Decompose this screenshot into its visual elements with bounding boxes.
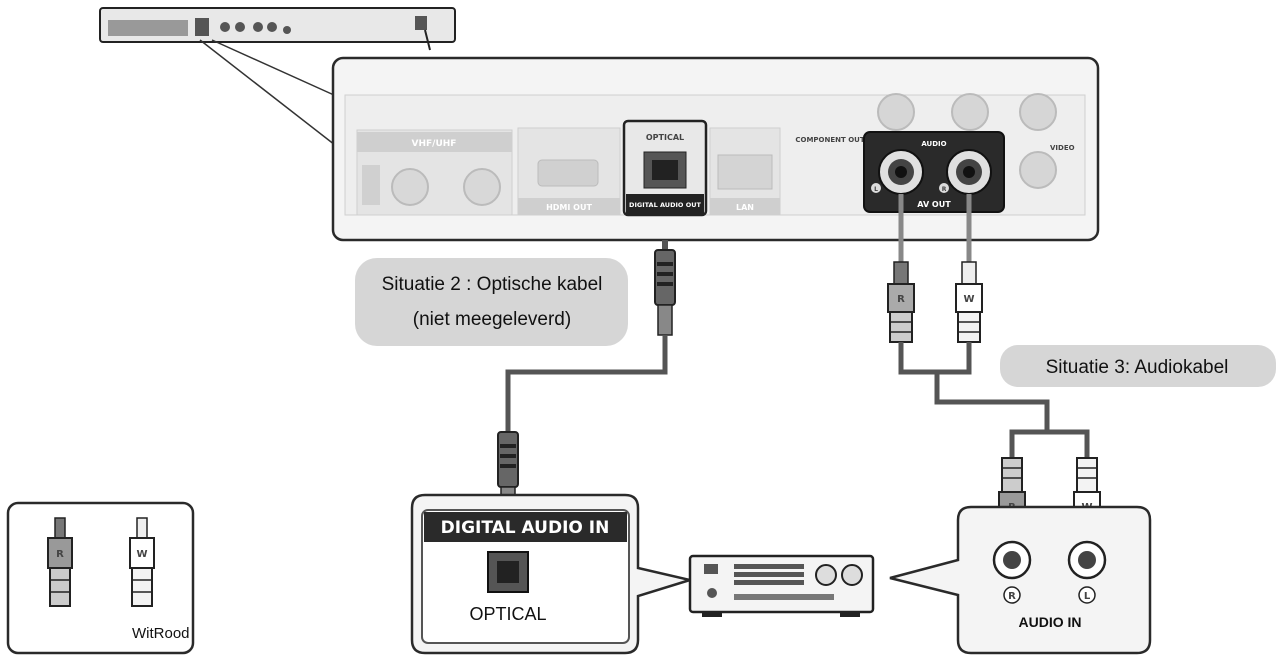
digital-audio-in-label: DIGITAL AUDIO IN: [441, 518, 610, 538]
player-device: [99, 7, 456, 51]
video-label: VIDEO: [1050, 144, 1075, 152]
legend-plug-white: W: [129, 517, 155, 607]
av-out-audio-label: AUDIO: [921, 140, 946, 148]
legend-box: R W WitRood: [6, 501, 195, 655]
receiver-audio-in-panel: R L AUDIO IN: [889, 505, 1152, 655]
legend-caption: WitRood: [132, 625, 190, 642]
receiver-digital-in-panel: DIGITAL AUDIO IN OPTICAL: [410, 493, 695, 655]
component-out-label: COMPONENT OUT: [795, 136, 864, 144]
situation-3-title: Situatie 3: Audiokabel: [1046, 357, 1229, 378]
av-out-port: AUDIO L R AV OUT: [863, 131, 1005, 213]
hdmi-out-label: HDMI OUT: [546, 203, 592, 212]
plug-red-top-label: R: [897, 294, 905, 305]
audio-in-jack-r: R: [1008, 591, 1016, 602]
av-out-jack-r: R: [942, 186, 947, 193]
situation-2-subtitle: (niet meegeleverd): [413, 309, 571, 330]
av-out-label: AV OUT: [917, 200, 951, 209]
audio-in-jack-l: L: [1084, 591, 1091, 602]
zoom-lines: [199, 39, 346, 146]
component-out-block: COMPONENT OUT VIDEO: [795, 93, 1075, 189]
callout-situation-2: Situatie 2 : Optische kabel (niet meegel…: [355, 258, 628, 346]
hdmi-out-block: HDMI OUT: [517, 127, 621, 216]
receiver-optical-label: OPTICAL: [469, 604, 546, 624]
legend-plug-white-label: W: [136, 549, 147, 560]
optical-out-label: OPTICAL: [646, 133, 684, 142]
av-receiver: [688, 554, 875, 617]
lan-label: LAN: [736, 203, 754, 212]
callout-situation-3: Situatie 3: Audiokabel: [1000, 345, 1276, 387]
legend-plug-red-label: R: [56, 549, 64, 560]
vhf-uhf-label: VHF/UHF: [412, 139, 457, 149]
av-out-jack-l: L: [874, 186, 878, 193]
digital-audio-out-label: DIGITAL AUDIO OUT: [629, 201, 701, 209]
optical-out-port: OPTICAL DIGITAL AUDIO OUT: [622, 119, 708, 217]
vhf-uhf-block: VHF/UHF: [356, 129, 513, 216]
situation-2-title: Situatie 2 : Optische kabel: [382, 274, 603, 295]
plug-white-top-label: W: [963, 294, 974, 305]
legend-plug-red: R: [47, 517, 73, 607]
plug-red-top: R: [887, 261, 915, 343]
rear-panel: VHF/UHF HDMI OUT OPTICAL DIGITAL AUDIO O…: [331, 56, 1100, 242]
audio-in-label: AUDIO IN: [1019, 614, 1082, 630]
lan-block: LAN: [709, 127, 781, 216]
plug-white-top: W: [955, 261, 983, 343]
